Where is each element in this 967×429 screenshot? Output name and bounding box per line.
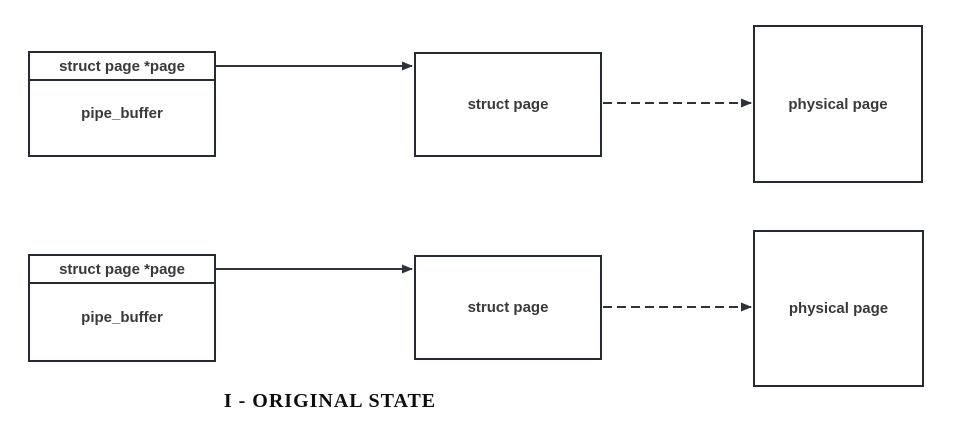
pointer-field-label: struct page *page — [59, 57, 185, 75]
struct-page-label: struct page — [467, 299, 549, 316]
diagram-caption: I - ORIGINAL STATE — [223, 390, 437, 412]
physical-page-box-row1: physical page — [753, 25, 923, 183]
physical-page-label: physical page — [788, 300, 889, 317]
pointer-field-row1: struct page *page — [30, 53, 214, 81]
pipe-buffer-body-row1: pipe_buffer — [30, 81, 214, 155]
struct-page-box-row2: struct page — [414, 255, 602, 360]
pointer-field-label: struct page *page — [59, 260, 185, 278]
physical-page-box-row2: physical page — [753, 230, 924, 387]
pipe-buffer-label: pipe_buffer — [81, 308, 163, 326]
pipe-buffer-label: pipe_buffer — [81, 104, 163, 122]
pipe-buffer-box-row2: struct page *page pipe_buffer — [28, 254, 216, 362]
pipe-buffer-box-row1: struct page *page pipe_buffer — [28, 51, 216, 157]
struct-page-box-row1: struct page — [414, 52, 602, 157]
pointer-field-row2: struct page *page — [30, 256, 214, 284]
struct-page-label: struct page — [467, 96, 549, 113]
physical-page-label: physical page — [788, 95, 888, 113]
pipe-buffer-body-row2: pipe_buffer — [30, 284, 214, 360]
